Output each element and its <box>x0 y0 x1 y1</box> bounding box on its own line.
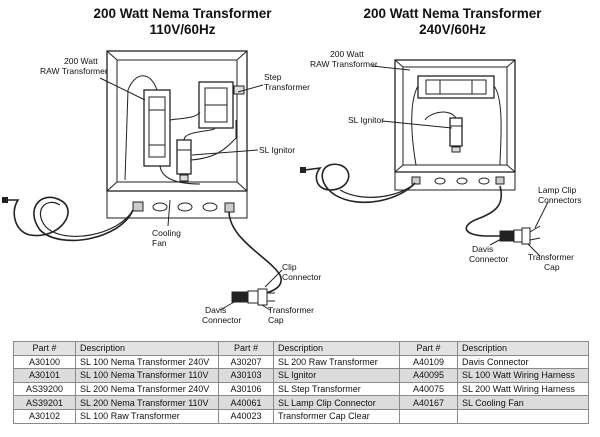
left-raw-transformer <box>143 89 171 167</box>
table-row: A30100 SL 100 Nema Transformer 240V A302… <box>13 354 589 370</box>
label-left-cooling-fan-1: Cooling <box>152 228 181 238</box>
description-cell: Davis Connector <box>457 354 589 370</box>
label-left-raw-transformer-1: 200 Watt <box>64 56 98 66</box>
label-left-sl-ignitor: SL Ignitor <box>259 145 295 155</box>
right-title-line2: 240V/60Hz <box>419 22 486 37</box>
part-number-cell: A40023 <box>218 408 274 424</box>
right-labels: 200 Watt RAW Transformer SL Ignitor Lamp… <box>310 49 581 272</box>
part-number-cell: A30101 <box>13 368 76 383</box>
part-number-cell: A30100 <box>13 354 76 370</box>
part-number-cell: A40109 <box>399 354 458 370</box>
label-right-davis-connector-2: Connector <box>469 254 508 264</box>
label-left-cooling-fan-2: Fan <box>152 238 167 248</box>
description-cell: SL 200 Watt Wiring Harness <box>457 381 589 397</box>
part-number-cell: A30207 <box>218 354 274 370</box>
description-cell: SL 100 Raw Transformer <box>75 408 219 424</box>
left-davis-connector-part <box>231 288 275 306</box>
right-enclosure <box>394 59 516 191</box>
left-diagram-title: 200 Watt Nema Transformer 110V/60Hz <box>80 6 285 38</box>
left-plug-end <box>2 197 8 203</box>
part-number-cell: A40167 <box>399 395 458 410</box>
label-left-step-transformer-2: Transformer <box>264 82 310 92</box>
right-raw-transformer <box>417 75 495 99</box>
description-cell <box>457 408 589 424</box>
label-left-transformer-cap-2: Cap <box>268 315 284 325</box>
part-number-cell: A40061 <box>218 395 274 410</box>
parts-table: Part # Description Part # Description Pa… <box>13 341 589 424</box>
header-description-2: Description <box>273 341 400 356</box>
description-cell: SL 100 Nema Transformer 110V <box>75 368 219 383</box>
table-row: A30101 SL 100 Nema Transformer 110V A301… <box>13 368 589 383</box>
label-right-transformer-cap-1: Transformer <box>528 252 574 262</box>
label-left-transformer-cap-1: Transformer <box>268 305 314 315</box>
label-left-raw-transformer-2: RAW Transformer <box>40 66 108 76</box>
right-sl-ignitor <box>449 117 463 153</box>
label-right-sl-ignitor: SL Ignitor <box>348 115 384 125</box>
table-row: AS39200 SL 200 Nema Transformer 240V A30… <box>13 381 589 397</box>
description-cell: SL Ignitor <box>273 368 400 383</box>
label-left-clip-connector-1: Clip <box>282 262 297 272</box>
label-left-davis-connector-2: Connector <box>202 315 241 325</box>
parts-table-header: Part # Description Part # Description Pa… <box>13 341 589 356</box>
right-title-line1: 200 Watt Nema Transformer <box>363 6 542 21</box>
part-number-cell: A40095 <box>399 368 458 383</box>
wiring-diagrams: 200 Watt RAW Transformer Step Transforme… <box>2 49 581 325</box>
table-row: AS39201 SL 200 Nema Transformer 110V A40… <box>13 395 589 410</box>
part-number-cell <box>399 408 458 424</box>
part-number-cell: A30102 <box>13 408 76 424</box>
description-cell: SL 100 Watt Wiring Harness <box>457 368 589 383</box>
header-description-3: Description <box>457 341 589 356</box>
label-right-lamp-clip-1: Lamp Clip <box>538 185 577 195</box>
label-right-raw-transformer-1: 200 Watt <box>330 49 364 59</box>
left-sl-ignitor <box>176 139 192 182</box>
description-cell: SL Step Transformer <box>273 381 400 397</box>
description-cell: Transformer Cap Clear <box>273 408 400 424</box>
right-plug-end <box>300 167 306 173</box>
header-part-number-2: Part # <box>218 341 274 356</box>
part-number-cell: AS39200 <box>13 381 76 397</box>
description-cell: SL Lamp Clip Connector <box>273 395 400 410</box>
header-part-number-1: Part # <box>13 341 76 356</box>
label-right-transformer-cap-2: Cap <box>544 262 560 272</box>
label-right-raw-transformer-2: RAW Transformer <box>310 59 378 69</box>
left-title-line2: 110V/60Hz <box>149 22 216 37</box>
part-number-cell: A30103 <box>218 368 274 383</box>
description-cell: SL 200 Nema Transformer 240V <box>75 381 219 397</box>
left-enclosure <box>106 50 248 219</box>
right-davis-connector-part <box>499 225 541 245</box>
description-cell: SL Cooling Fan <box>457 395 589 410</box>
label-right-davis-connector-1: Davis <box>472 244 493 254</box>
description-cell: SL 100 Nema Transformer 240V <box>75 354 219 370</box>
right-diagram-title: 200 Watt Nema Transformer 240V/60Hz <box>345 6 560 38</box>
label-left-clip-connector-2: Connector <box>282 272 321 282</box>
description-cell: SL 200 Nema Transformer 110V <box>75 395 219 410</box>
left-labels: 200 Watt RAW Transformer Step Transforme… <box>40 56 321 325</box>
label-left-davis-connector-1: Davis <box>205 305 226 315</box>
table-row: A30102 SL 100 Raw Transformer A40023 Tra… <box>13 408 589 424</box>
label-left-step-transformer-1: Step <box>264 72 282 82</box>
description-cell: SL 200 Raw Transformer <box>273 354 400 370</box>
left-step-transformer <box>198 81 245 129</box>
part-number-cell: A30106 <box>218 381 274 397</box>
left-title-line1: 200 Watt Nema Transformer <box>93 6 272 21</box>
part-number-cell: AS39201 <box>13 395 76 410</box>
header-description-1: Description <box>75 341 219 356</box>
part-number-cell: A40075 <box>399 381 458 397</box>
header-part-number-3: Part # <box>399 341 458 356</box>
label-right-lamp-clip-2: Connectors <box>538 195 581 205</box>
